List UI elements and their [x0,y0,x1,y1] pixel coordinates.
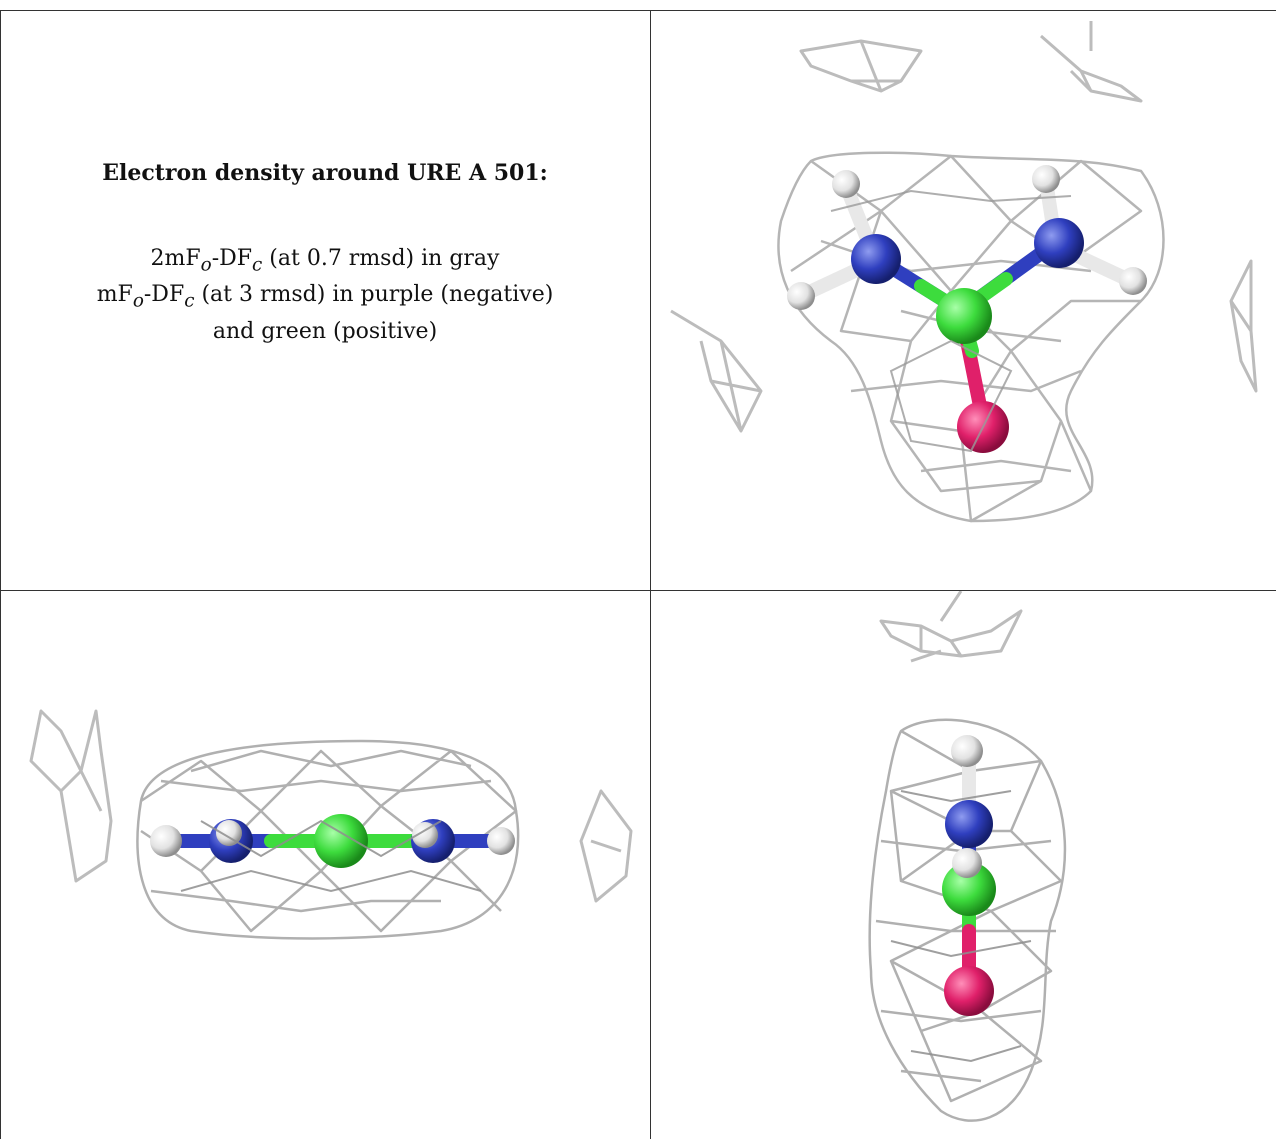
hydrogen-atom [951,735,983,767]
legend-line-1-mid: -DF [211,246,253,271]
urea-molecule [942,735,996,1016]
hydrogen-atom [216,820,242,846]
legend-line-2-sub-c: c [184,290,195,312]
legend-line-1-pre: 2mF [150,246,201,271]
urea-molecule [150,814,515,868]
legend-line-fo-dfc: mFo-DFc (at 3 rmsd) in purple (negative) [0,280,650,316]
density-view-face-on [670,21,1258,523]
density-mesh [777,151,1165,523]
legend-line-2fo-dfc: 2mFo-DFc (at 0.7 rmsd) in gray [0,244,650,280]
view-bottom-left [1,591,650,1139]
mesh-fragments [670,21,1258,433]
carbon-atom [936,288,992,344]
legend-line-2-sub-o: o [132,290,144,312]
hydrogen-atom [412,822,438,848]
frame-middle-horizontal-right [630,590,1276,591]
legend-line-1-sub-o: o [200,254,212,276]
mesh-fragments [29,709,633,903]
carbon-atom [942,862,996,916]
figure-title: Electron density around URE A 501: [102,160,548,186]
frame-middle-horizontal-left [0,590,650,591]
legend-line-positive: and green (positive) [212,318,438,344]
density-view-edge-vertical [868,591,1067,1122]
legend-line-2-pre: mF [96,282,133,308]
frame-top [0,10,1276,11]
oxygen-atom [944,966,994,1016]
hydrogen-atom [1032,165,1060,193]
view-bottom-right [651,591,1276,1139]
mesh-fragments [879,591,1023,663]
legend-line-2-post: (at 3 rmsd) in purple (negative) [194,282,554,308]
frame-middle-vertical [650,10,651,1139]
hydrogen-atom [1119,267,1147,295]
legend-line-2-mid: -DF [143,282,185,308]
density-mesh-front [890,790,1032,1063]
hydrogen-atom [952,848,982,878]
density-view-edge-horizontal [29,709,633,940]
hydrogen-atom [487,827,515,855]
density-mesh-front [830,189,1072,453]
nitrogen-atom [945,800,993,848]
nitrogen-atom [851,234,901,284]
hydrogen-atom [787,282,815,310]
hydrogen-atom [832,170,860,198]
hydrogen-atom [150,825,182,857]
view-top-right [651,11,1276,590]
legend-line-1-sub-c: c [252,254,263,276]
legend-line-1-post: (at 0.7 rmsd) in gray [262,246,500,271]
legend-panel: Electron density around URE A 501: 2mFo-… [0,160,650,347]
density-mesh [136,739,520,940]
frame-left [0,10,1,1139]
urea-molecule [787,165,1147,453]
nitrogen-atom [1034,218,1084,268]
density-mesh-front [180,819,482,893]
carbon-atom [314,814,368,868]
